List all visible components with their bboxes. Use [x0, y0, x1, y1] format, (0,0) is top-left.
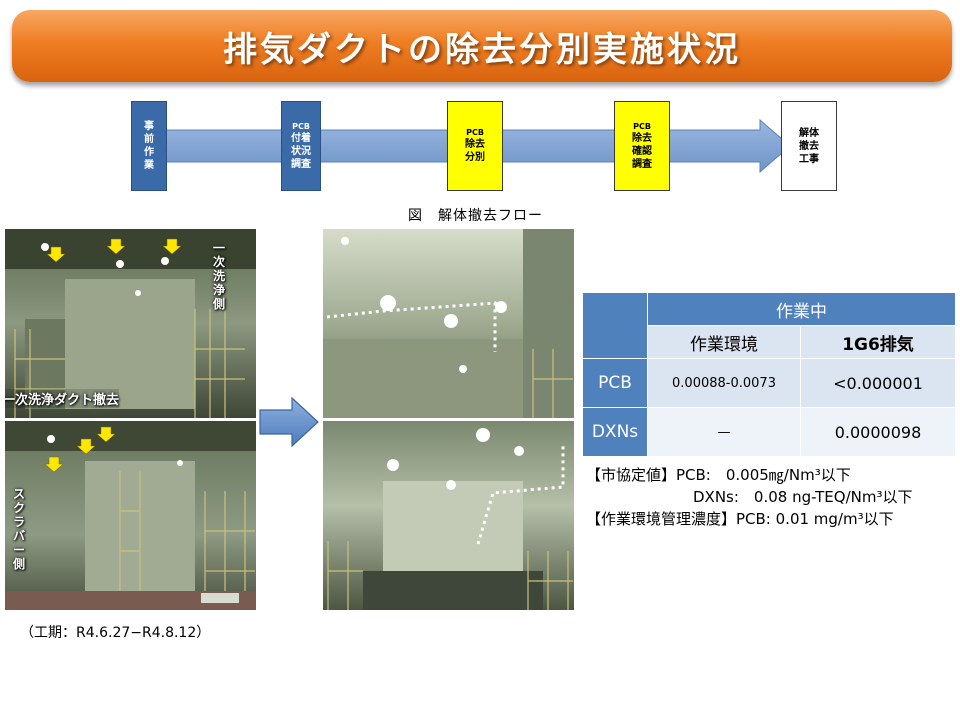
flow-step-preparation: 事 前 作 業 [131, 101, 167, 191]
standard-line-3: 【作業環境管理濃度】PCB: 0.01 mg/m³以下 [586, 510, 894, 528]
flow-step-line: 前 [144, 134, 154, 145]
flow-step-top: PCB [633, 121, 651, 131]
flow-step-top: PCB [466, 128, 484, 137]
table-corner [582, 292, 648, 359]
title-bar: 排気ダクトの除去分別実施状況 [12, 10, 952, 82]
flow-step-line: 業 [144, 160, 154, 171]
table-col-env: 作業環境 [647, 325, 801, 359]
flow-step-pcb-confirm: PCB 除去 確認 調査 [614, 101, 670, 191]
table-col-exhaust: 1G6排気 [800, 325, 956, 359]
table-cell-env: — [647, 407, 801, 457]
flow-step-pcb-survey: PCB 付着 状況 調査 [281, 101, 321, 191]
label-primary-side: 一次洗浄側 [213, 241, 226, 311]
table-row-label: DXNs [582, 407, 648, 457]
table-cell-env: 0.00088-0.0073 [647, 358, 801, 408]
flow-step-line: 解体 [799, 127, 819, 139]
flow-step-line: 確認 [632, 145, 652, 157]
flow-step-demolition: 解体 撤去 工事 [781, 101, 837, 191]
photo-scrubber-before: スクラバー側 [5, 421, 256, 610]
construction-period: （工期：R4.6.27−R4.8.12） [20, 625, 211, 641]
table-group-header: 作業中 [647, 292, 956, 326]
photo-scrubber-after [323, 421, 574, 610]
table-cell-exhaust: <0.000001 [800, 358, 956, 408]
flow-step-pcb-removal: PCB 除去 分別 [447, 101, 503, 191]
label-scrubber-side: スクラバー側 [13, 487, 26, 571]
label-primary-duct: 一次洗浄ダクト撤去 [5, 389, 120, 408]
flow-step-line: 付着 [291, 132, 311, 144]
flow-step-line: 分別 [465, 152, 485, 163]
flow-step-line: 調査 [632, 158, 652, 170]
table-cell-exhaust: 0.0000098 [800, 407, 956, 457]
flow-step-line: 工事 [799, 153, 819, 165]
transition-arrow-icon [259, 396, 319, 448]
flow-step-line: 調査 [291, 158, 311, 170]
flow-step-line: 事 [144, 121, 154, 132]
flow-step-line: 作 [144, 147, 154, 158]
flow-step-line: 撤去 [799, 140, 819, 152]
standard-line-1: 【市協定値】PCB: 0.005㎎/Nm³以下 [586, 466, 851, 484]
flow-step-line: 除去 [465, 139, 485, 150]
flow-step-line: 除去 [632, 132, 652, 144]
page-title: 排気ダクトの除去分別実施状況 [223, 29, 741, 70]
standard-line-2: DXNs: 0.08 ng-TEQ/Nm³以下 [693, 488, 913, 506]
photo-primary-before: 一次洗浄側 一次洗浄ダクト撤去 [5, 229, 256, 418]
flow-step-line: 状況 [291, 145, 311, 157]
photo-primary-after [323, 229, 574, 418]
flow-caption: 図 解体撤去フロー [408, 208, 543, 224]
table-row-label: PCB [582, 358, 648, 408]
measurement-table: 作業中 作業環境 1G6排気 PCB 0.00088-0.0073 <0.000… [582, 292, 956, 457]
flow-step-top: PCB [292, 121, 310, 131]
